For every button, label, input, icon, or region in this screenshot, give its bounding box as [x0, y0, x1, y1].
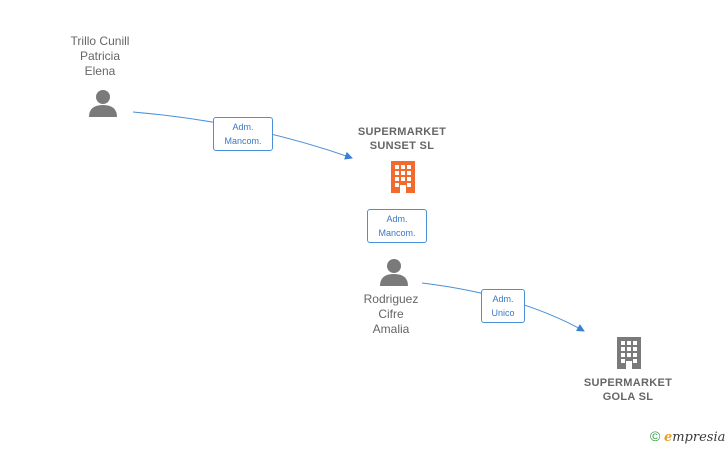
edge-label-trillo-sunset[interactable]: Adm. Mancom. — [213, 117, 273, 151]
brand-e-letter: e — [663, 430, 673, 445]
label-line: Rodriguez — [363, 292, 419, 306]
person-label-trillo[interactable]: Trillo Cunill Patricia Elena — [40, 34, 160, 79]
brand-word: mpresia — [672, 430, 726, 445]
person-icon[interactable] — [379, 257, 409, 287]
label-line: Cifre — [378, 307, 404, 321]
edge-label-line: Adm. — [386, 214, 408, 224]
company-label-gola[interactable]: SUPERMARKET GOLA SL — [558, 376, 698, 404]
edge-label-line: Unico — [491, 308, 515, 318]
label-line: Amalia — [372, 322, 410, 336]
edge-label-line: Adm. — [492, 294, 514, 304]
label-line: Trillo Cunill — [70, 34, 130, 48]
label-line: Elena — [84, 64, 116, 78]
edge-label-rodriguez-sunset[interactable]: Adm. Mancom. — [367, 209, 427, 243]
label-line: SUPERMARKET — [357, 126, 447, 138]
edge-label-line: Mancom. — [224, 136, 262, 146]
copyright-icon: © — [650, 428, 661, 444]
label-line: GOLA SL — [602, 391, 654, 403]
label-line: Patricia — [79, 49, 120, 63]
label-line: SUNSET SL — [369, 140, 435, 152]
label-line: SUPERMARKET — [583, 377, 673, 389]
person-label-rodriguez[interactable]: Rodriguez Cifre Amalia — [331, 292, 451, 337]
building-icon[interactable] — [388, 160, 418, 194]
edge-label-rodriguez-gola[interactable]: Adm. Unico — [481, 289, 525, 323]
edge-label-line: Adm. — [232, 122, 254, 132]
person-icon[interactable] — [88, 88, 118, 118]
company-label-sunset[interactable]: SUPERMARKET SUNSET SL — [332, 125, 472, 153]
building-icon[interactable] — [614, 336, 644, 370]
empresia-brand: © empresia — [650, 428, 725, 445]
edge-label-line: Mancom. — [378, 228, 416, 238]
